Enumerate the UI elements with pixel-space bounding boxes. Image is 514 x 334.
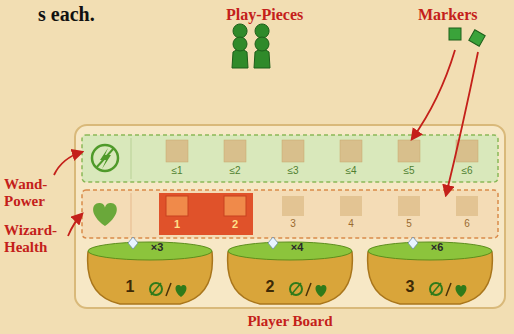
- track-value: ≤3: [287, 165, 298, 176]
- track-value: ≤5: [403, 165, 414, 176]
- wizard-health-track: 1 2 3 4 5 6: [82, 190, 498, 238]
- wand-icon: [92, 145, 118, 171]
- board-title: Player Board: [247, 313, 332, 330]
- cost-value: 1: [126, 278, 135, 296]
- wand-row: [82, 135, 498, 182]
- leader-arrows: [54, 50, 478, 236]
- cost-value: 3: [406, 278, 415, 296]
- player-board: ≤1≤2≤3≤4≤5≤6123456×31×42×63Player Board: [75, 125, 505, 308]
- gem-count: ×4: [291, 241, 304, 253]
- wand-power-track: ≤1 ≤2 ≤3 ≤4 ≤5 ≤6: [82, 135, 498, 182]
- track-value: ≤6: [461, 165, 472, 176]
- gem-count: ×6: [431, 241, 444, 253]
- track-value: 3: [290, 218, 296, 229]
- gem-count: ×3: [151, 241, 164, 253]
- body-text: s each.: [38, 3, 95, 26]
- part-label: Play-Pieces: [226, 6, 303, 24]
- board-outline: [75, 125, 505, 308]
- track-value: 5: [406, 218, 412, 229]
- part-label: Wand-Power: [4, 176, 66, 211]
- start-health-block: [159, 193, 253, 235]
- cauldron: ×3 1: [85, 240, 215, 304]
- track-value: 4: [348, 218, 354, 229]
- track-value: ≤1: [171, 165, 182, 176]
- heart-icon: [93, 203, 117, 226]
- marker-cubes: [449, 28, 485, 46]
- track-value: 2: [232, 218, 238, 230]
- cost-value: 2: [266, 278, 275, 296]
- health-row: [82, 190, 498, 238]
- track-squares: [166, 140, 478, 162]
- part-label: Wizard-Health: [4, 222, 70, 257]
- cauldron: ×4 2: [225, 240, 355, 304]
- track-squares: [166, 196, 478, 216]
- track-value: 1: [174, 218, 180, 230]
- track-value: ≤2: [229, 165, 240, 176]
- cauldron-icons: [88, 237, 493, 304]
- cauldron: ×6 3: [365, 240, 495, 304]
- track-value: ≤4: [345, 165, 356, 176]
- part-label: Markers: [418, 6, 478, 24]
- track-value: 6: [464, 218, 470, 229]
- pawn-icons: [232, 24, 270, 68]
